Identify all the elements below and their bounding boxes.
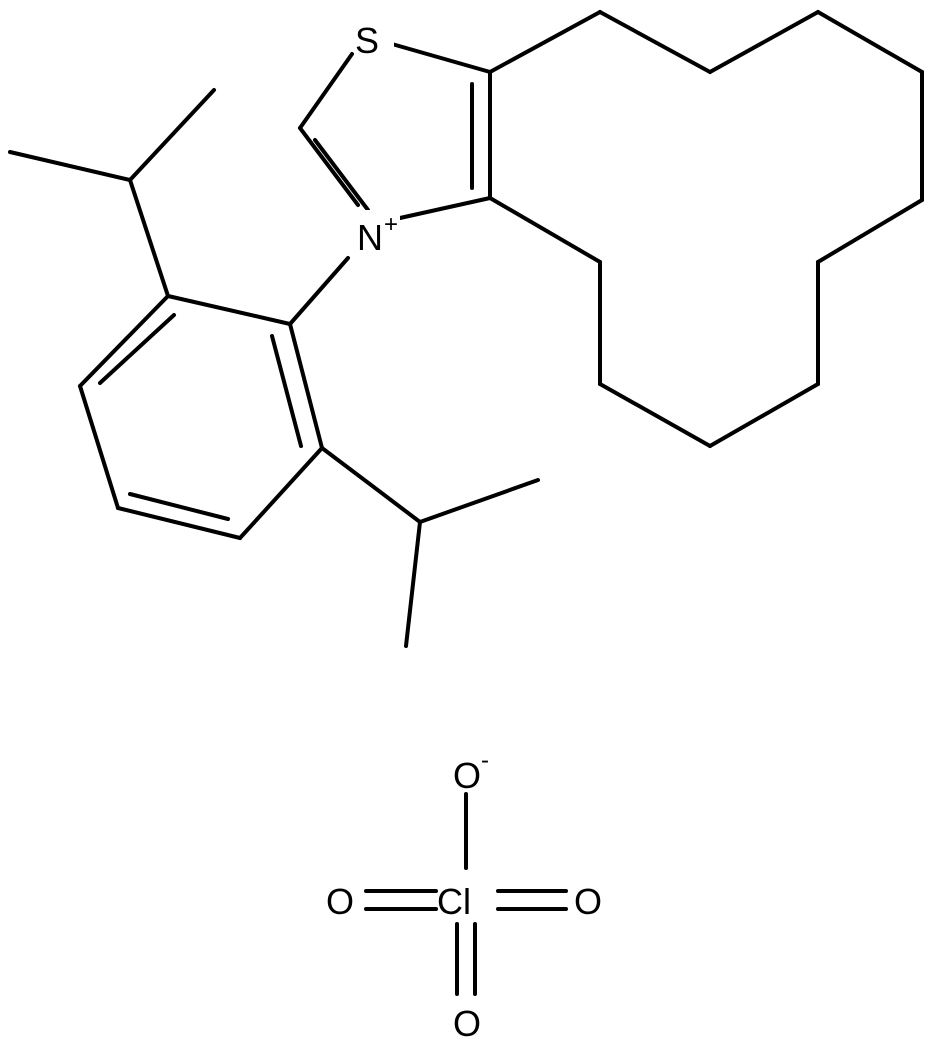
- bond-ring-8: [708, 382, 820, 448]
- bond-ar-1-double: [270, 334, 303, 448]
- bond-ar-5: [78, 294, 170, 388]
- bond-ring-9: [598, 382, 712, 448]
- bond-ar-3-double: [128, 492, 230, 521]
- bond-ipr1-me1: [8, 150, 132, 182]
- bond-ipr2-attach: [320, 446, 422, 524]
- bond-c5-s: [390, 42, 492, 74]
- bond-ipr2-me1: [418, 478, 540, 524]
- bond-ipr2-me2: [404, 520, 422, 648]
- bond-c2-n-double: [313, 138, 370, 212]
- atom-oxygen-right: O: [574, 881, 602, 922]
- bond-ar-1: [288, 322, 324, 450]
- isopropyl-upper: [8, 88, 216, 298]
- nitrogen-charge: +: [384, 211, 398, 238]
- bond-n-aryl: [288, 256, 350, 326]
- bond-ring-6: [816, 198, 924, 264]
- atom-chlorine: Cl: [437, 881, 471, 922]
- atom-oxygen-bottom: O: [453, 1003, 481, 1044]
- bond-n-c4: [398, 196, 492, 220]
- bond-s-c2: [298, 52, 354, 130]
- label-bg-nitrogen: [356, 210, 400, 256]
- perchlorate-anion: [364, 792, 568, 996]
- bond-ring-1: [488, 10, 602, 74]
- bond-ar-2: [238, 446, 324, 540]
- bond-ring-4: [816, 10, 924, 74]
- bond-ring-2: [598, 10, 712, 74]
- macrocycle-ring: [488, 10, 924, 448]
- atom-nitrogen: N: [357, 217, 383, 258]
- bond-ipr1-me2: [128, 88, 216, 182]
- bond-ar-4: [78, 384, 120, 510]
- bond-ar-6: [166, 294, 292, 326]
- bond-ring-3: [708, 10, 820, 74]
- bond-ring-11: [488, 196, 602, 264]
- label-bg-sulfur: [354, 18, 394, 62]
- bond-ar-5-double: [98, 313, 176, 385]
- atom-sulfur: S: [355, 20, 379, 61]
- isopropyl-lower: [320, 446, 540, 648]
- oxygen-top-charge: -: [481, 747, 489, 774]
- benzene-ring: [78, 294, 324, 540]
- thiazolium-ring: [298, 42, 492, 220]
- bond-c2-n: [298, 126, 360, 207]
- bond-ipr1-attach: [128, 178, 170, 298]
- atom-oxygen-top: O: [453, 755, 481, 796]
- atom-oxygen-left: O: [326, 881, 354, 922]
- bond-ar-3: [116, 506, 242, 540]
